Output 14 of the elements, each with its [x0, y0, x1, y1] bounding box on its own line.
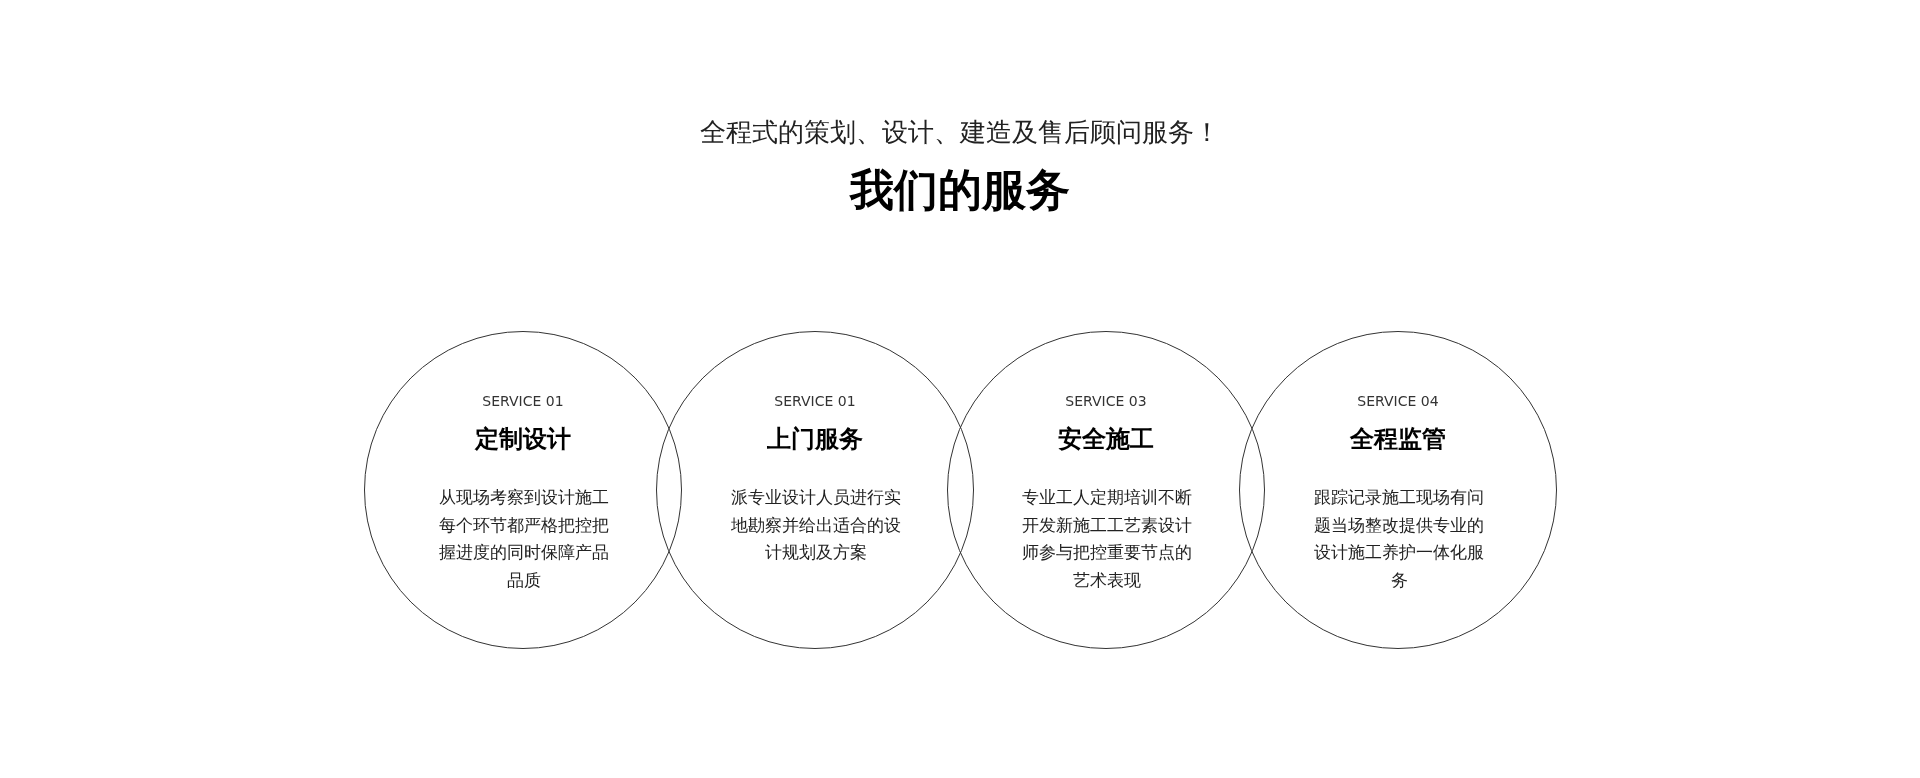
- subtitle-text: 全程式的策划、设计、建造及售后顾问服务！: [700, 116, 1220, 149]
- service-description: 跟踪记录施工现场有问题当场整改提供专业的设计施工养护一体化服务: [1313, 486, 1485, 592]
- service-title: 安全施工: [1058, 424, 1154, 454]
- service-description: 专业工人定期培训不断开发新施工工艺素设计师参与把控重要节点的艺术表现: [1021, 486, 1193, 592]
- service-number: SERVICE 01: [482, 392, 564, 410]
- service-title: 全程监管: [1350, 424, 1446, 454]
- service-number: SERVICE 04: [1357, 392, 1439, 410]
- service-title: 上门服务: [767, 424, 863, 454]
- service-description: 从现场考察到设计施工每个环节都严格把控把握进度的同时保障产品品质: [438, 486, 610, 592]
- section-title: 我们的服务: [850, 163, 1070, 217]
- service-description: 派专业设计人员进行实地勘察并给出适合的设计规划及方案: [730, 486, 902, 564]
- service-number: SERVICE 03: [1065, 392, 1147, 410]
- service-number: SERVICE 01: [774, 392, 856, 410]
- service-title: 定制设计: [475, 424, 571, 454]
